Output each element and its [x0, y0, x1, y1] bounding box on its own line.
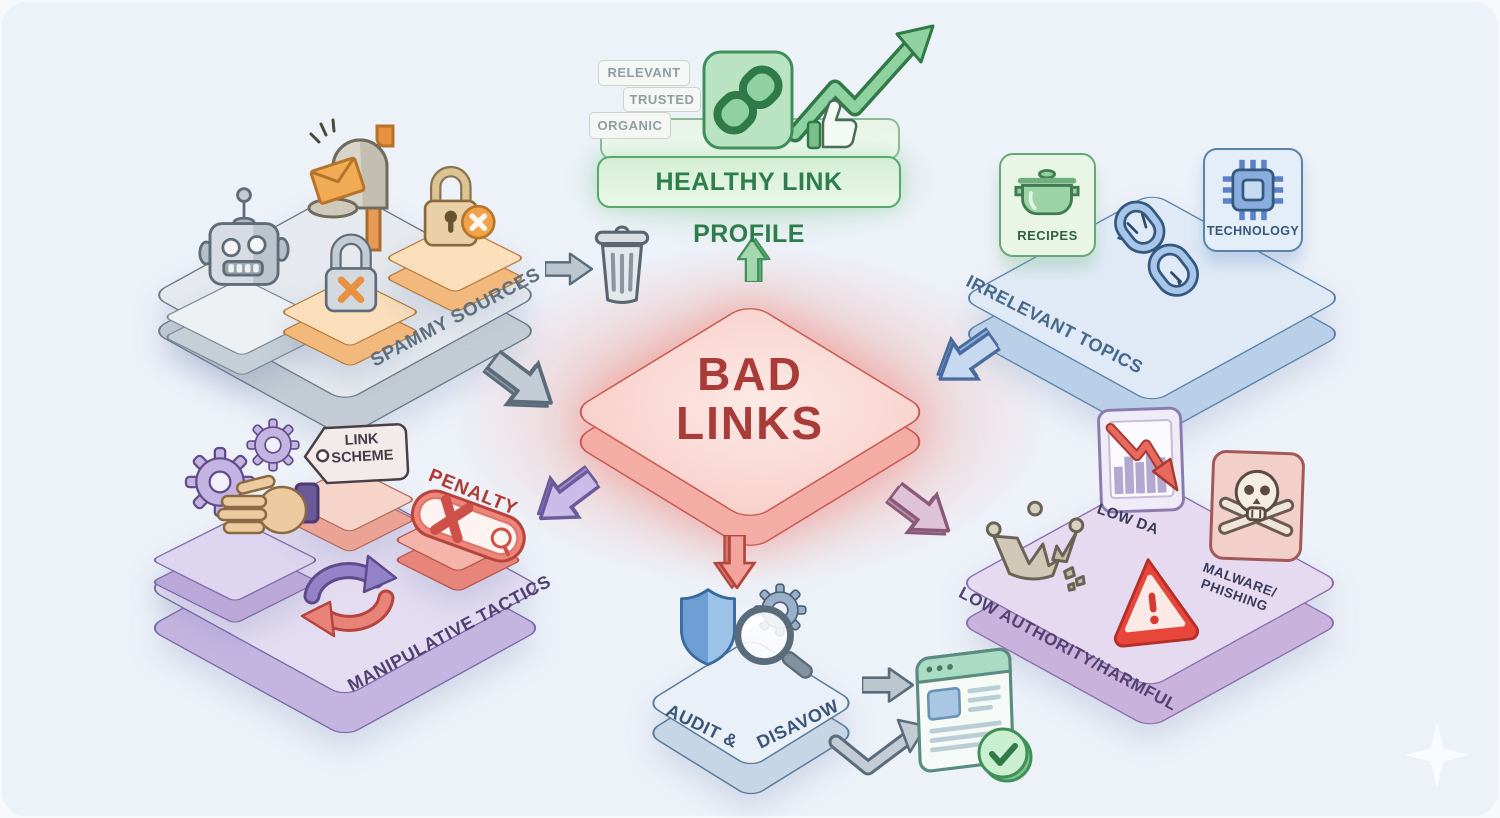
growth-arrow-icon [786, 24, 935, 143]
technology-card-label: TECHNOLOGY [1206, 224, 1300, 238]
healthy-banner-title: HEALTHY LINK PROFILE [655, 168, 843, 248]
hand-icon [216, 474, 320, 535]
padlock-x-icon [324, 233, 378, 313]
arrow-irrelevant-to-badlinks [946, 338, 1014, 390]
gear-icon-small [245, 416, 301, 474]
chip-icon [1222, 159, 1284, 221]
mailbox-icon [307, 118, 395, 252]
crown-icon [985, 500, 1086, 592]
declining-chart-icon [1097, 406, 1185, 514]
magnifier-icon [734, 605, 813, 679]
trash-icon [594, 225, 650, 304]
tag-relevant: RELEVANT [598, 60, 690, 86]
padlock-badge-icon [423, 165, 496, 247]
exchange-arrows-icon [300, 554, 398, 638]
price-tag-icon [303, 423, 410, 485]
arrow-audit-to-webpage [862, 666, 914, 704]
recipes-card-label: RECIPES [1017, 228, 1078, 243]
arrow-swoosh-to-webpage [828, 718, 928, 776]
shield-icon [680, 588, 736, 666]
healthy-banner [597, 156, 901, 208]
arrow-badlinks-to-lowauthority [886, 474, 954, 526]
broken-link-icon [1114, 200, 1199, 297]
robot-icon [198, 187, 290, 286]
arrow-spammy-to-badlinks [484, 336, 558, 398]
tag-organic: ORGANIC [589, 112, 671, 139]
warning-triangle-icon [1114, 558, 1199, 648]
skull-icon [1209, 449, 1305, 563]
penalty-stamp-icon [410, 489, 526, 563]
pot-icon [1014, 168, 1080, 216]
check-badge-icon [977, 727, 1033, 783]
tag-trusted: TRUSTED [623, 87, 701, 112]
arrow-badlinks-to-manipulative [546, 476, 614, 528]
link-scheme-label: LINK SCHEME [331, 431, 394, 467]
arrow-spammy-to-trash [545, 250, 593, 288]
bad-links-title: BAD LINKS [676, 348, 824, 449]
link-icon [702, 50, 794, 150]
thumbs-up-icon [806, 99, 858, 150]
sparkle-icon [1405, 722, 1469, 788]
